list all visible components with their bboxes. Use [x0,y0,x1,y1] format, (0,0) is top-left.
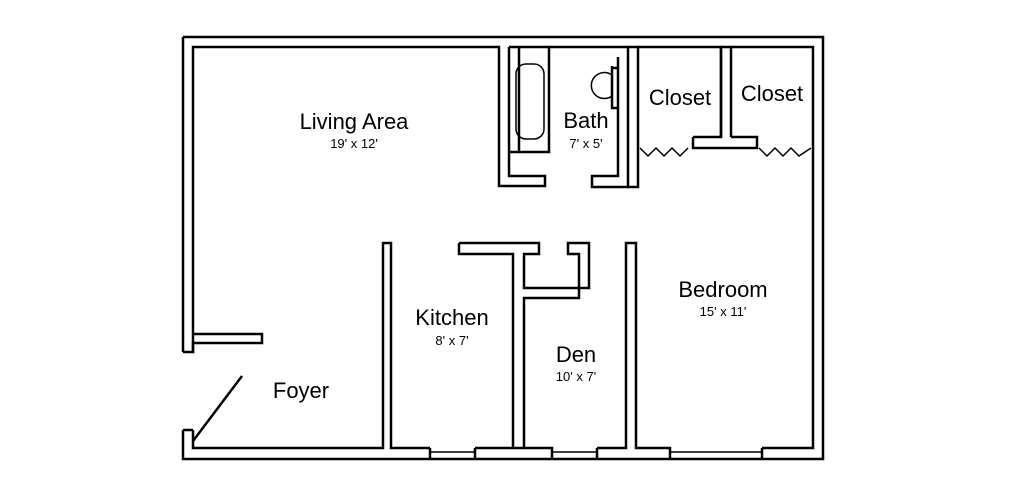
bedroom-label: Bedroom [678,277,767,302]
living-area-label: Living Area [300,109,410,134]
kitchen-dims: 8' x 7' [435,333,468,348]
bath-closet-walls [509,45,812,189]
foyer-label: Foyer [273,378,329,403]
den-label: Den [556,342,596,367]
living-area-dims: 19' x 12' [330,136,378,151]
kitchen-label: Kitchen [415,305,488,330]
closet-left-label: Closet [649,85,711,110]
bath-label: Bath [563,108,608,133]
closet-door-left-icon [639,146,689,158]
den-dims: 10' x 7' [556,369,596,384]
bathtub-icon [515,63,545,140]
closet-right-label: Closet [741,81,803,106]
bedroom-dims: 15' x 11' [700,304,747,319]
exterior-walls [181,35,825,461]
kitchen-den-walls [457,241,591,448]
toilet-icon [590,71,613,100]
room-labels: Living Area 19' x 12' Bath 7' x 5' Close… [273,81,803,403]
closet-door-right-icon [758,146,812,158]
bath-dims: 7' x 5' [569,136,602,151]
